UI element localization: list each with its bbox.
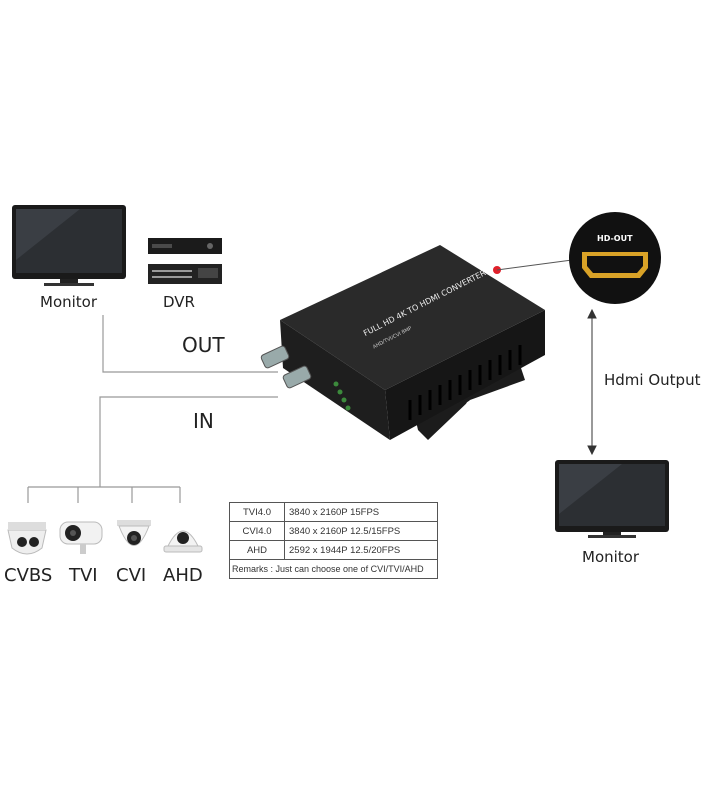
camera-label-tvi: TVI (69, 565, 98, 586)
in-label: IN (193, 409, 214, 433)
camera-ahd-icon (163, 530, 203, 553)
table-row: Remarks : Just can choose one of CVI/TVI… (229, 559, 438, 579)
monitor-right-icon (555, 460, 669, 538)
spec-cell: 2592 x 1944P 12.5/20FPS (284, 540, 438, 560)
camera-label-cvi: CVI (116, 565, 147, 586)
out-label: OUT (182, 333, 225, 357)
hdmi-output-label: Hdmi Output (604, 371, 701, 389)
format-cell: TVI4.0 (229, 502, 285, 522)
connection-lines (27, 315, 278, 503)
converter-device (260, 245, 545, 440)
spec-cell: 3840 x 2160P 12.5/15FPS (284, 521, 438, 541)
dvr-label: DVR (163, 293, 195, 311)
remarks-cell: Remarks : Just can choose one of CVI/TVI… (229, 559, 438, 579)
camera-tvi-icon (59, 521, 103, 554)
camera-cvbs-icon (7, 522, 47, 555)
hd-out-label: HD-OUT (597, 234, 633, 243)
double-arrow (587, 308, 597, 456)
spec-cell: 3840 x 2160P 15FPS (284, 502, 438, 522)
hdmi-port-callout (569, 212, 661, 304)
pointer-line (496, 259, 573, 271)
camera-label-ahd: AHD (163, 565, 203, 586)
dvr-icon (148, 238, 222, 284)
monitor-left-icon (12, 205, 126, 286)
camera-cvi-icon (117, 520, 151, 546)
format-cell: CVI4.0 (229, 521, 285, 541)
format-cell: AHD (229, 540, 285, 560)
monitor-right-label: Monitor (582, 548, 640, 566)
camera-label-cvbs: CVBS (4, 565, 53, 586)
monitor-left-label: Monitor (40, 293, 98, 311)
